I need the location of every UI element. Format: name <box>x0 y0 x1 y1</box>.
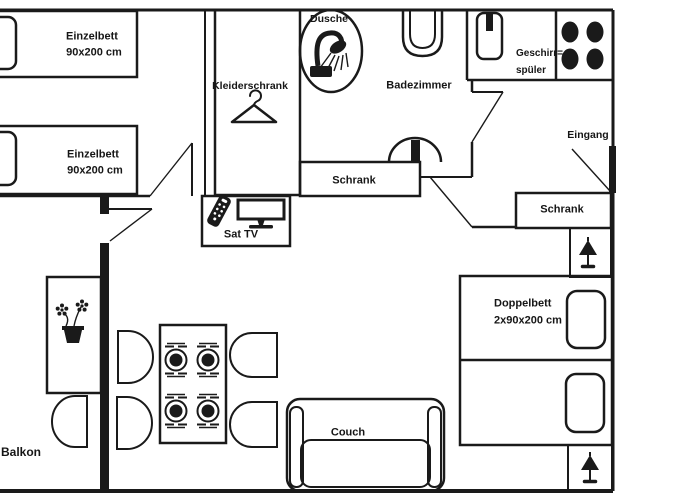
balcony-door-swing <box>109 208 153 242</box>
table-lamp-icon <box>581 452 599 484</box>
walls <box>0 8 615 493</box>
tv-icon <box>236 198 286 229</box>
bathroom-label: Badezimmer <box>386 79 452 92</box>
place-setting-icon <box>196 342 220 378</box>
single-beds <box>0 9 139 196</box>
shower-label: Dusche <box>310 12 348 25</box>
pillow <box>564 372 606 434</box>
bathroom-door-swing <box>429 176 473 228</box>
dining-table <box>158 323 228 445</box>
chair <box>229 401 278 448</box>
potted-plant-icon <box>55 299 89 343</box>
nightstand-bottom <box>567 444 613 492</box>
place-setting-icon <box>196 393 220 429</box>
single-bed-2 <box>0 124 139 196</box>
bed2-size-label: 90x200 cm <box>67 164 123 177</box>
doors <box>104 91 616 242</box>
chair <box>229 332 278 378</box>
shower-head-icon <box>310 30 349 77</box>
bath-cabinet-label: Schrank <box>332 174 376 187</box>
double-bed-size-label: 2x90x200 cm <box>494 314 562 327</box>
entrance-door-swing <box>571 148 611 192</box>
wall-balcony-main <box>100 243 109 491</box>
shower-stall-outline <box>298 8 364 94</box>
double-bed-name-label: Doppelbett <box>494 297 552 310</box>
chair <box>117 330 154 384</box>
clothes-hanger-icon <box>230 89 278 124</box>
hall-cabinet-label: Schrank <box>540 203 584 216</box>
couch <box>285 397 446 493</box>
pillow <box>0 130 18 187</box>
chair <box>51 395 88 448</box>
hall-closet <box>514 191 613 230</box>
dishwasher-label-1: Geschirr= <box>516 48 563 59</box>
single-bed-1 <box>0 9 139 79</box>
tv-label: Sat TV <box>223 228 259 241</box>
bedroom-door-swing <box>149 142 193 197</box>
kitchen-sink-icon <box>475 11 504 61</box>
remote-control-icon <box>207 195 231 227</box>
wall-balcony-stub <box>100 197 109 214</box>
flower <box>75 299 89 312</box>
place-setting-icon <box>164 342 188 378</box>
toilet-icon <box>401 11 444 58</box>
couch-label: Couch <box>330 426 366 439</box>
place-setting-icon <box>164 393 188 429</box>
entrance-door-leaf <box>609 146 616 193</box>
tv-board <box>200 194 292 248</box>
entrance-label: Eingang <box>567 128 609 141</box>
table-lamp-icon <box>579 237 597 269</box>
pillow <box>565 289 607 350</box>
bathroom-cabinet <box>298 160 422 198</box>
pillow <box>0 15 18 71</box>
bed2-name-label: Einzelbett <box>67 148 119 161</box>
wardrobe-label: Kleiderschrank <box>212 79 288 92</box>
washbasin-icon <box>387 136 443 163</box>
stove-burners-icon <box>561 21 604 70</box>
double-bed <box>458 274 614 447</box>
balcony-table <box>45 275 103 395</box>
flower <box>55 303 69 316</box>
bed1-name-label: Einzelbett <box>66 30 118 43</box>
bed1-size-label: 90x200 cm <box>66 46 122 59</box>
kitchen-door-swing <box>471 91 504 143</box>
balcony-label: Balkon <box>1 445 42 459</box>
chair <box>116 396 153 450</box>
dishwasher-label-2: spüler <box>516 65 547 76</box>
